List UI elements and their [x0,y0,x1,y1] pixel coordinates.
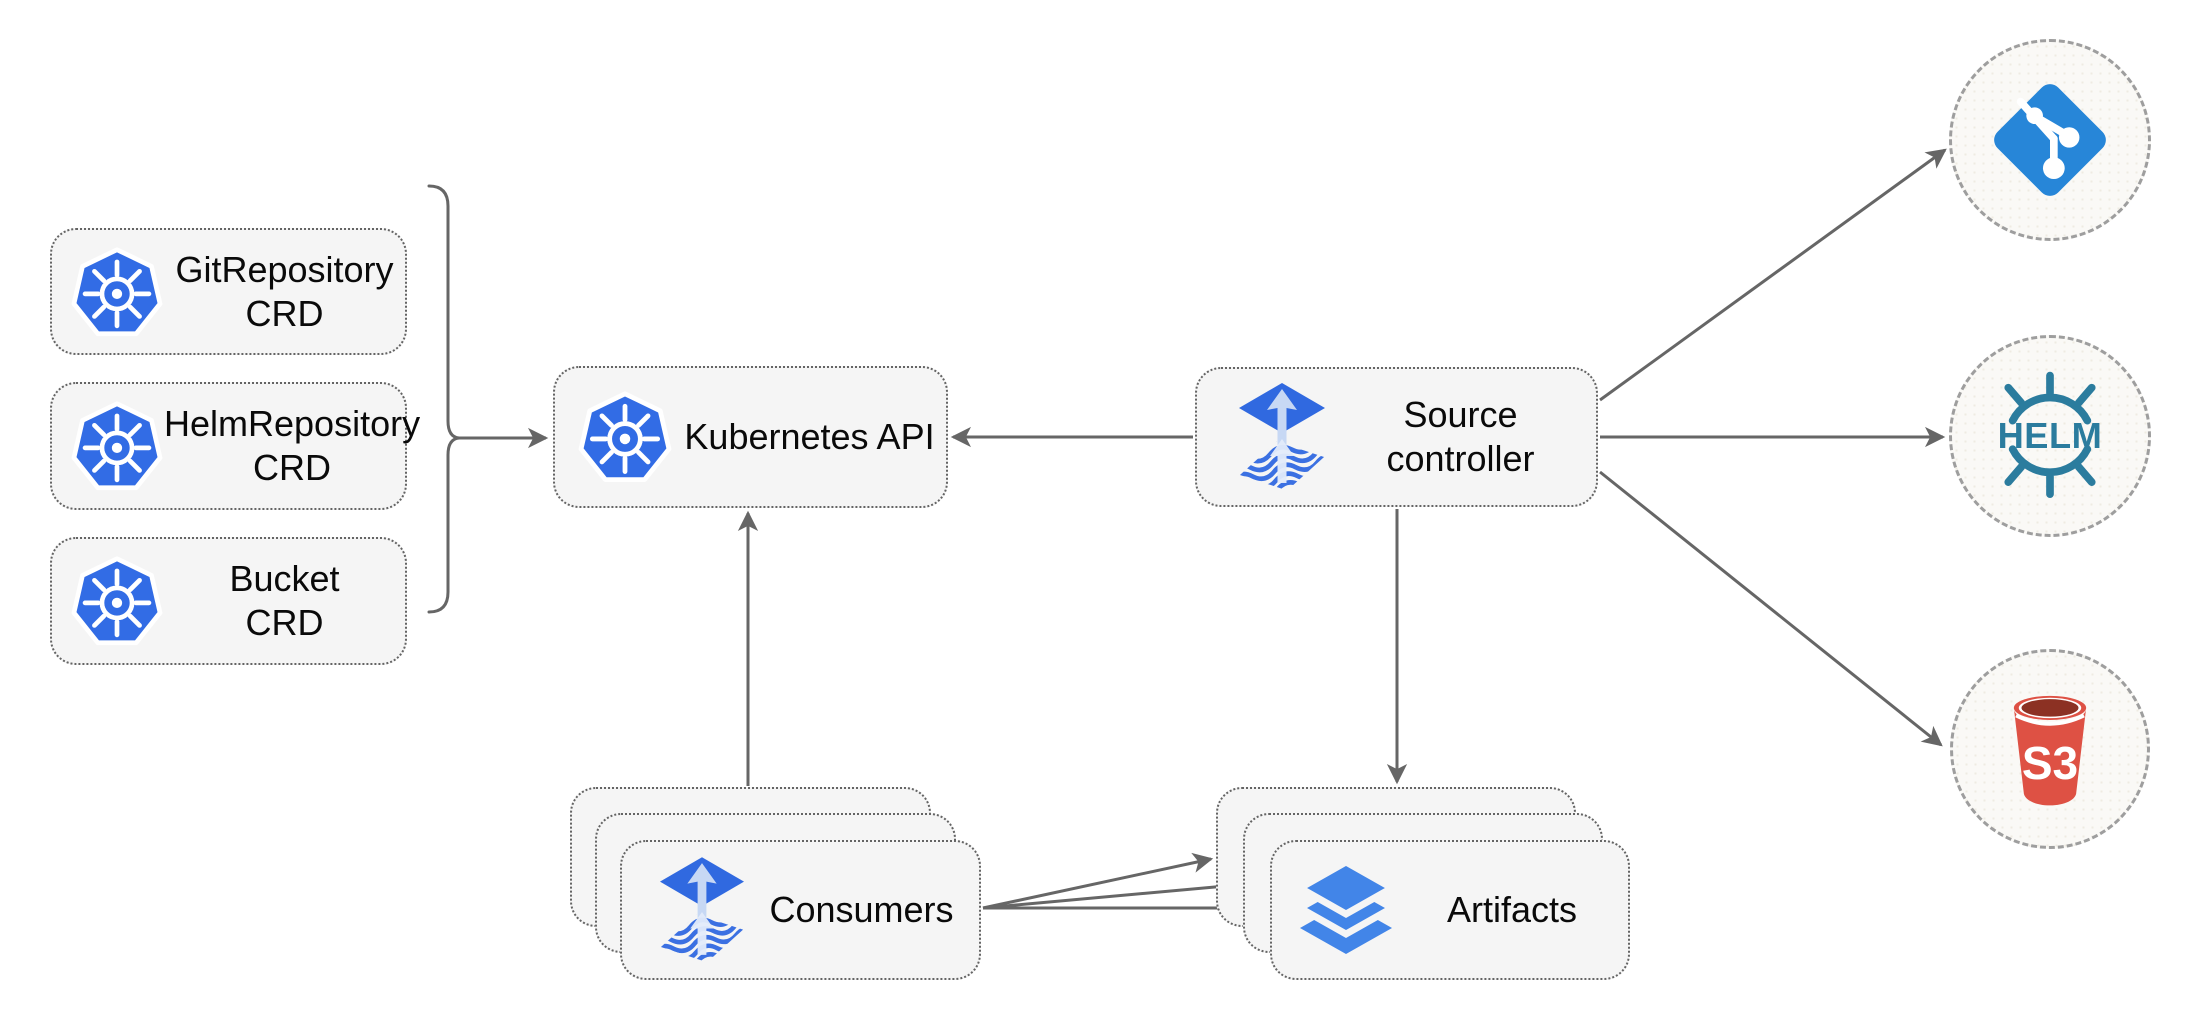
node-label: Bucket CRD [229,558,340,643]
external-helm: HELM [1949,335,2151,537]
git-icon [1994,84,2106,196]
node-label: GitRepository CRD [175,248,394,334]
node-kubernetes-api: Kubernetes API [553,366,948,508]
node-label: Kubernetes API [684,416,935,458]
node-consumers: Consumers [620,840,981,980]
node-label: Source controller [1386,394,1535,479]
kubernetes-icon [578,391,672,483]
edge-consumers-to-artifacts-2 [982,876,1240,910]
node-bucket-crd: Bucket CRD [50,537,407,665]
node-helmrepository-crd: HelmRepository CRD [50,382,420,510]
s3-bucket-icon: S3 [2013,695,2087,806]
node-artifacts: Artifacts [1270,840,1630,980]
s3-label: S3 [2022,737,2078,789]
node-source-controller: Source controller [1195,367,1598,507]
flux-icon [660,857,744,963]
external-git [1949,39,2151,241]
kubernetes-icon [71,401,163,491]
node-gitrepository-crd: GitRepository CRD [50,228,407,355]
kubernetes-icon [71,246,163,336]
helm-label: HELM [1998,415,2103,456]
node-label: Artifacts [1446,889,1578,931]
layers-icon [1296,858,1396,954]
node-label: Consumers [769,889,954,931]
flux-icon [1239,383,1325,491]
crd-group-bracket [427,184,460,614]
kubernetes-icon [71,556,163,646]
edge-consumers-to-artifacts-1 [982,852,1214,910]
edge-source-controller-to-s3 [1599,470,1943,747]
external-s3: S3 [1950,649,2150,849]
node-label: HelmRepository CRD [164,403,421,488]
edge-source-controller-to-git [1599,148,1947,402]
helm-icon: HELM [1998,371,2103,499]
